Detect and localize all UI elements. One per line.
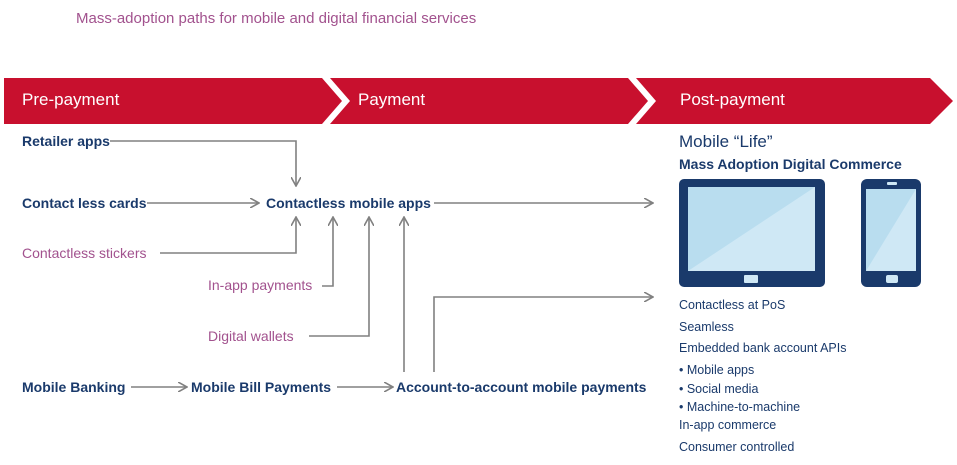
- node-mobile-bill-payments: Mobile Bill Payments: [191, 379, 332, 395]
- stage-chevron-post-payment: [636, 78, 953, 124]
- stage-label-payment: Payment: [358, 90, 426, 109]
- node-retailer-apps: Retailer apps: [22, 133, 110, 149]
- arrow-a2a-to-post: [433, 297, 652, 372]
- post-payment-title: Mobile “Life”: [679, 132, 773, 151]
- stage-label-post-payment: Post-payment: [680, 90, 785, 109]
- node-in-app-payments: In-app payments: [208, 277, 313, 293]
- arrow-inapp-to-contactless: [322, 218, 333, 287]
- stage-chevron-payment: [330, 78, 648, 124]
- stage-chevron-pre-payment: [4, 78, 342, 124]
- arrow-stickers-to-contactless: [160, 218, 296, 254]
- node-contactless-mobile-apps: Contactless mobile apps: [266, 195, 431, 211]
- node-contact-less-cards: Contact less cards: [22, 195, 147, 211]
- feature-item: Embedded bank account APIs: [679, 341, 847, 355]
- feature-item: In-app commerce: [679, 418, 777, 432]
- node-mobile-banking: Mobile Banking: [22, 379, 126, 395]
- post-payment-subtitle: Mass Adoption Digital Commerce: [679, 156, 902, 172]
- feature-bullet-item: • Social media: [679, 382, 759, 396]
- node-digital-wallets: Digital wallets: [208, 328, 294, 344]
- diagram-title: Mass-adoption paths for mobile and digit…: [76, 10, 477, 27]
- node-account-to-account: Account-to-account mobile payments: [396, 379, 647, 395]
- tablet-icon: [679, 179, 825, 287]
- feature-bullet-item: • Machine-to-machine: [679, 400, 801, 414]
- feature-item: Contactless at PoS: [679, 298, 786, 312]
- feature-bullet-item: • Mobile apps: [679, 363, 755, 377]
- feature-item: Consumer controlled: [679, 440, 795, 454]
- arrow-retailer-to-contactless: [110, 140, 296, 185]
- feature-item: Seamless: [679, 320, 734, 334]
- node-contactless-stickers: Contactless stickers: [22, 245, 147, 261]
- arrow-wallets-to-contactless: [309, 218, 369, 337]
- phone-icon: [861, 179, 921, 287]
- stage-label-pre-payment: Pre-payment: [22, 90, 120, 109]
